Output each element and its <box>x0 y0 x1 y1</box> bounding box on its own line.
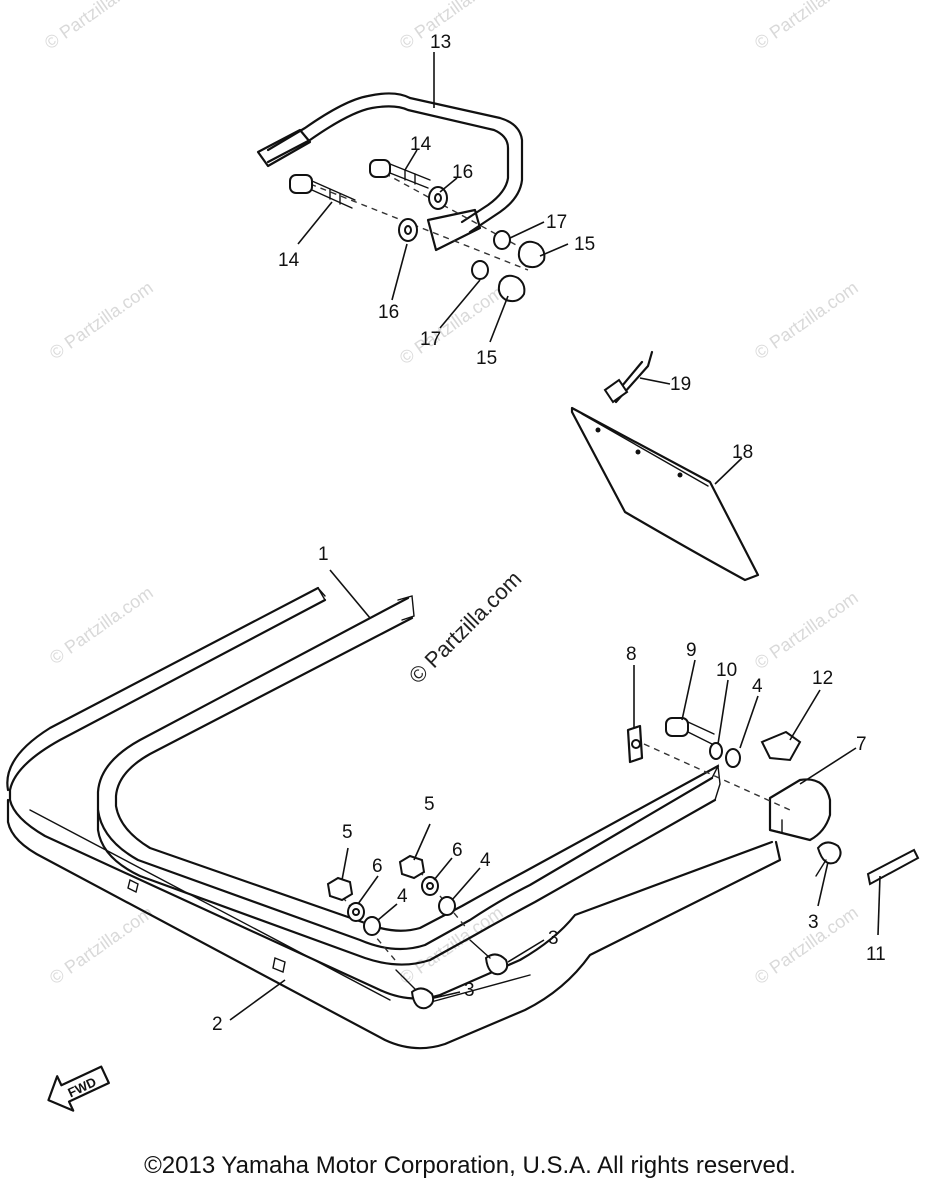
watermark: © Partzilla.com <box>46 277 157 363</box>
rivet-19[interactable] <box>603 350 654 404</box>
callout-4: 4 <box>480 850 491 871</box>
screw-3[interactable] <box>469 939 509 976</box>
washer-4[interactable] <box>725 748 741 768</box>
callout-17: 17 <box>546 212 567 233</box>
cap-nut-15[interactable] <box>497 274 526 303</box>
watermark-center: © Partzilla.com <box>404 566 527 689</box>
washer-4[interactable] <box>438 896 456 916</box>
screw-3[interactable] <box>815 841 842 877</box>
callout-19: 19 <box>670 374 691 395</box>
callout-16: 16 <box>452 162 473 183</box>
nut-5[interactable] <box>398 854 426 880</box>
watermark: © Partzilla.com <box>41 0 152 53</box>
callout-14: 14 <box>278 250 300 271</box>
mud-flap-18[interactable] <box>570 406 760 582</box>
callout-14: 14 <box>410 134 432 155</box>
callout-15: 15 <box>476 348 497 369</box>
grab-bar-13[interactable] <box>256 92 524 252</box>
bolt-9[interactable] <box>665 717 715 745</box>
grab-bar-hardware <box>289 159 546 303</box>
callout-2: 2 <box>212 1014 223 1035</box>
callout-3: 3 <box>548 928 559 949</box>
callout-labels: 13 14 14 16 16 17 17 15 15 19 18 1 8 9 1… <box>212 32 886 1035</box>
callout-4: 4 <box>397 886 408 907</box>
callout-11: 11 <box>866 944 886 965</box>
callout-4: 4 <box>752 676 763 697</box>
callout-5: 5 <box>342 822 353 843</box>
callout-6: 6 <box>372 856 383 877</box>
callout-3: 3 <box>464 980 475 1001</box>
callout-5: 5 <box>424 794 435 815</box>
nut-5[interactable] <box>326 876 354 902</box>
washer-17[interactable] <box>493 230 511 250</box>
watermark: © Partzilla.com <box>396 0 507 53</box>
washer-10[interactable] <box>709 742 723 760</box>
bolt-14[interactable] <box>369 159 391 178</box>
callout-6: 6 <box>452 840 463 861</box>
watermark: © Partzilla.com <box>46 902 157 988</box>
callout-13: 13 <box>430 32 451 53</box>
callout-15: 15 <box>574 234 595 255</box>
watermark: © Partzilla.com <box>751 902 862 988</box>
watermark: © Partzilla.com <box>46 582 157 668</box>
callout-3: 3 <box>808 912 819 933</box>
screw-3[interactable] <box>395 969 435 1010</box>
bolt-14[interactable] <box>289 174 313 194</box>
decal-11[interactable] <box>866 848 920 886</box>
leader-lines <box>229 52 881 1021</box>
watermark: © Partzilla.com <box>396 902 507 988</box>
callout-17: 17 <box>420 329 441 350</box>
callout-10: 10 <box>716 660 737 681</box>
callout-9: 9 <box>686 640 697 661</box>
callout-16: 16 <box>378 302 399 323</box>
watermark: © Partzilla.com <box>751 587 862 673</box>
washer-4[interactable] <box>363 916 381 936</box>
callout-7: 7 <box>856 734 867 755</box>
bumper-2[interactable] <box>6 586 782 1050</box>
cap-nut-15[interactable] <box>517 240 546 269</box>
watermark: © Partzilla.com <box>751 277 862 363</box>
end-cap-7[interactable] <box>768 778 832 842</box>
copyright-notice: ©2013 Yamaha Motor Corporation, U.S.A. A… <box>144 1152 796 1179</box>
callout-18: 18 <box>732 442 753 463</box>
callout-8: 8 <box>626 644 637 665</box>
washer-17[interactable] <box>471 260 489 280</box>
callout-1: 1 <box>318 544 329 565</box>
watermark: © Partzilla.com <box>751 0 862 53</box>
clip-12[interactable] <box>760 730 802 762</box>
callout-12: 12 <box>812 668 833 689</box>
bracket-8[interactable] <box>626 724 644 764</box>
fwd-arrow: FWD <box>47 1065 110 1112</box>
